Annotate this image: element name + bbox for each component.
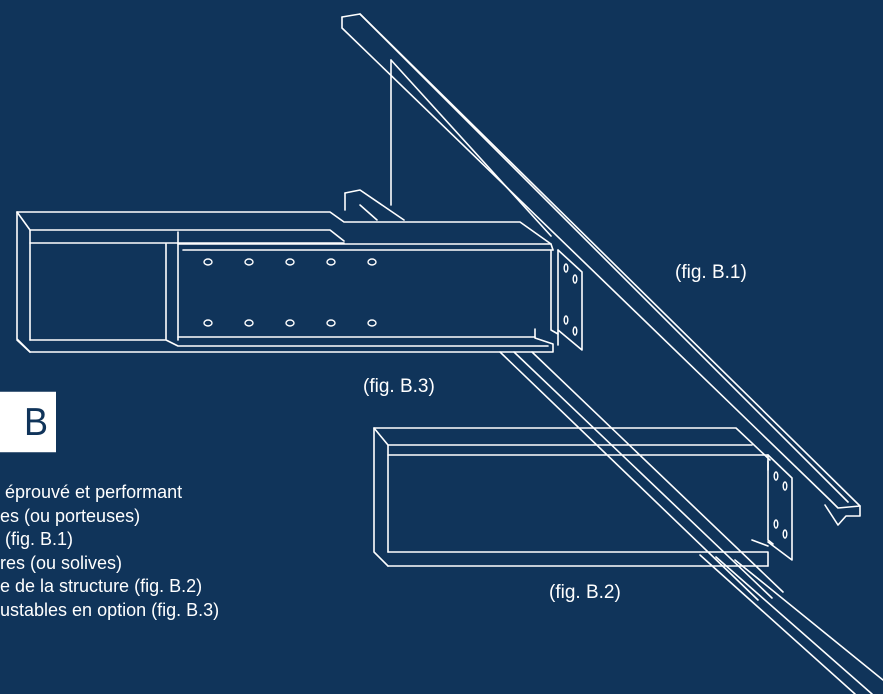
figure-label-b1: (fig. B.1): [675, 262, 747, 283]
description-line: es (ou porteuses): [0, 505, 141, 526]
lower-rail: [499, 351, 883, 694]
description-line: e de la structure (fig. B.2): [0, 576, 203, 596]
description-line: ustables en option (fig. B.3): [0, 599, 220, 620]
cross-beam-b2: [373, 427, 793, 567]
bolt-holes: [203, 258, 788, 539]
figure-label-b2: (fig. B.2): [549, 582, 621, 603]
description-line: éprouvé et performant: [0, 482, 183, 502]
upper-rail: [344, 189, 405, 221]
description-line: res (ou solives): [0, 552, 123, 573]
main-beam-b1: [341, 13, 861, 526]
section-badge: B: [0, 391, 56, 453]
description-line: (fig. B.1): [0, 529, 74, 549]
cross-beam-b3: [16, 211, 583, 353]
figure-label-b3: (fig. B.3): [363, 376, 435, 397]
description-list: éprouvé et performant es (ou porteuses) …: [0, 481, 219, 622]
